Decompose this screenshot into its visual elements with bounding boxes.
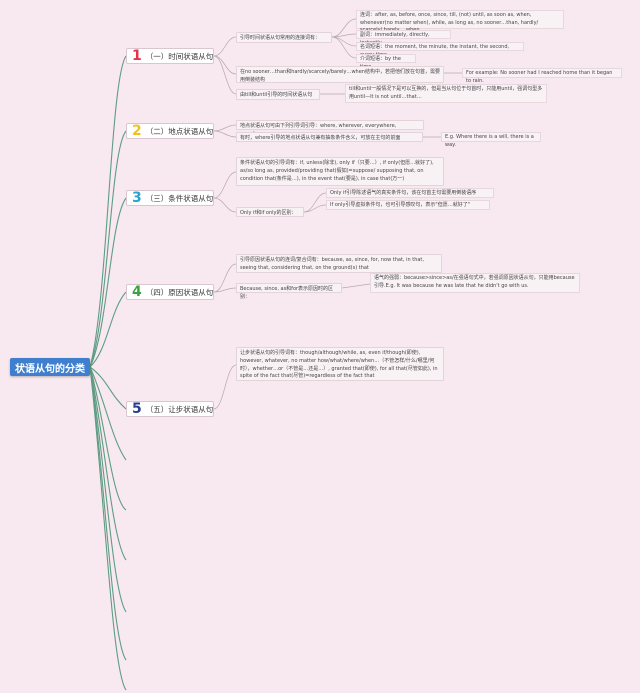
concession-conj[interactable]: 让步状语从句的引导词有：though/although/while, as, e… — [236, 347, 444, 381]
condition-difference[interactable]: Only if和if only的区别： — [236, 207, 304, 217]
time-prep-phrase: 介词短语：by the time — [356, 54, 416, 70]
branch-label: （一）时间状语从句 — [145, 51, 214, 61]
time-conj-list: 连词：after, as, before, once, since, till,… — [356, 10, 564, 33]
branch-label: （五）让步状语从句 — [145, 404, 214, 414]
condition-only-if: Only if引导陈述语气的真实条件句，该在句首主句需要用倒装语序 — [326, 188, 494, 198]
time-inversion-example: For example: No sooner had I reached hom… — [462, 68, 622, 84]
place-conj[interactable]: 地点状语从句可由下列引导词引导：where, wherever, everywh… — [236, 120, 424, 137]
root-branch-lines — [89, 55, 127, 691]
sub-branch-lines — [213, 18, 462, 410]
time-noun-phrases: 名词短语：the moment, the minute, the instant… — [356, 42, 524, 58]
time-till-until[interactable]: 由till和until引导的时间状语从句 — [236, 89, 320, 100]
reason-note: 语气的强弱：because>since>as/在强语句式中，若强调原因状语从句，… — [370, 273, 580, 293]
branch-number: 3 — [132, 190, 142, 206]
branch-condition-clause[interactable]: 3 （三）条件状语从句 — [126, 190, 214, 206]
root-topic[interactable]: 状语从句的分类 — [10, 358, 90, 376]
time-inversion-note[interactable]: 在no sooner…than和hardly/scarcely/barely…w… — [236, 66, 444, 83]
branch-place-clause[interactable]: 2 （二）地点状语从句 — [126, 123, 214, 139]
place-example: E.g. Where there is a will, there is a w… — [441, 132, 541, 148]
branch-time-clause[interactable]: 1 （一）时间状语从句 — [126, 48, 214, 64]
condition-if-only: If only引导虚拟条件句，也可引导感叹句，表示"但愿…就好了" — [326, 200, 490, 210]
place-note[interactable]: 有时，where引导的地点状语从句兼有抽象条件含义，可放在主句的前面 — [236, 132, 423, 142]
reason-difference[interactable]: Because, since, as和for表示原因时的区别： — [236, 283, 342, 300]
time-till-until-note: till和until一般情况下是可以互换的，但是当从句位于句首时，只能用unti… — [345, 84, 547, 103]
branch-number: 1 — [132, 48, 142, 64]
branch-concession-clause[interactable]: 5 （五）让步状语从句 — [126, 401, 214, 417]
branch-number: 2 — [132, 123, 142, 139]
time-conj-intro[interactable]: 引导时间状语从句常用的连接词有： — [236, 32, 332, 43]
branch-reason-clause[interactable]: 4 （四）原因状语从句 — [126, 284, 214, 300]
reason-conj[interactable]: 引导原因状语从句的连词/复合词有：because, as, since, for… — [236, 254, 442, 273]
branch-label: （三）条件状语从句 — [145, 193, 214, 203]
condition-conj[interactable]: 条件状语从句的引导词有：if, unless(除非), only if（只要…）… — [236, 157, 444, 186]
branch-label: （四）原因状语从句 — [145, 287, 214, 297]
branch-number: 5 — [132, 401, 142, 417]
branch-label: （二）地点状语从句 — [145, 126, 214, 136]
time-adverbs: 副词：immediately, directly, instantly — [356, 30, 451, 46]
branch-number: 4 — [132, 284, 142, 300]
